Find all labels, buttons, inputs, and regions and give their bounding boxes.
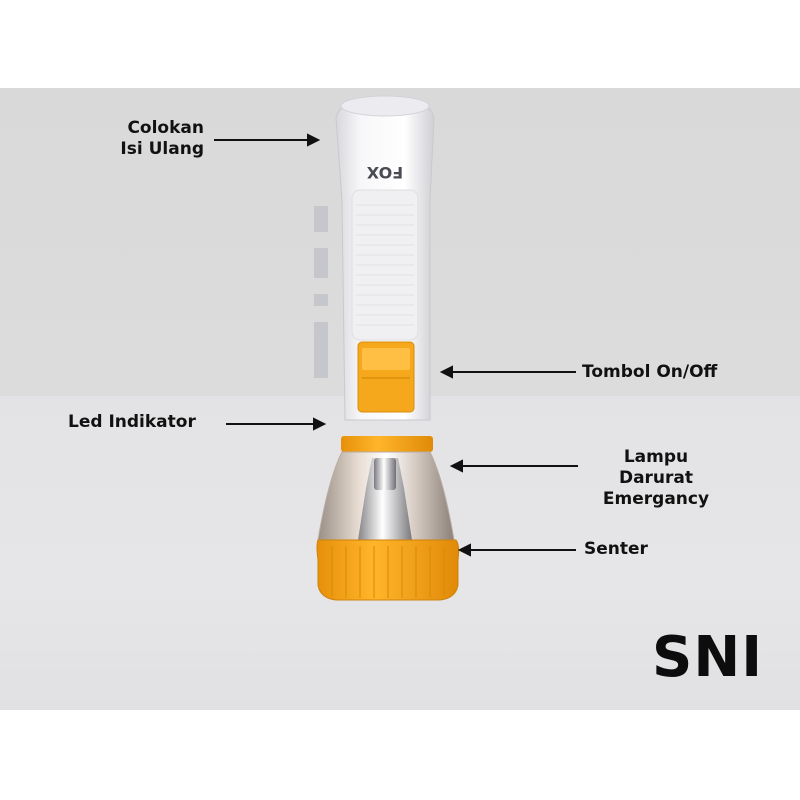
sni-certification-badge: SNI <box>652 625 764 690</box>
bezel-ridges <box>331 546 445 598</box>
label-power-switch: Tombol On/Off <box>582 362 718 382</box>
grip-ridges <box>356 204 414 326</box>
bulb-holder <box>374 458 396 490</box>
label-led-indicator: Led Indikator <box>68 412 196 432</box>
label-charging-port: Colokan Isi Ulang <box>120 118 204 159</box>
orange-collar <box>341 436 433 452</box>
reflector <box>358 458 412 540</box>
blurred-watermark <box>314 206 328 378</box>
label-flashlight: Senter <box>584 539 648 559</box>
charging-port-cap <box>340 95 430 117</box>
label-emergency-lamp: Lampu Darurat Emergancy <box>602 447 710 509</box>
brand-logo: FOX <box>366 163 403 182</box>
